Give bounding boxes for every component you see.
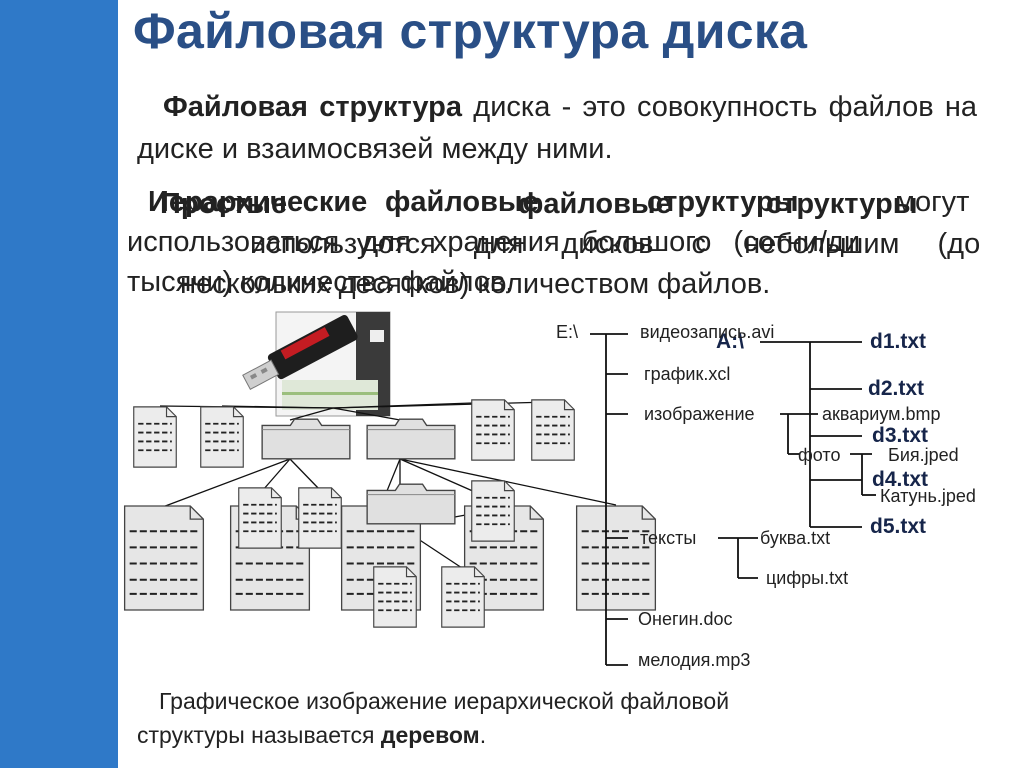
a-file-d5: d5.txt — [870, 515, 927, 538]
e-folder-images: изображение — [644, 404, 755, 424]
flash-drive-image — [242, 311, 391, 417]
folder-icon — [366, 483, 456, 525]
e-item-melody: мелодия.mp3 — [638, 650, 751, 670]
definition-paragraph: Файловая структура диска - это совокупно… — [137, 86, 977, 170]
a-file-d4: d4.txt — [872, 468, 929, 491]
overlap-a-word-4: могут — [895, 186, 970, 218]
large-document-icon — [575, 505, 657, 611]
overlap-a-word-3: структуры — [647, 186, 799, 218]
e-item-video: видеозапись.avi — [640, 322, 775, 342]
e-tree-lines — [590, 333, 876, 666]
overlap-a-line-2: использоваться для хранения большого (со… — [127, 226, 861, 258]
a-tree-lines — [760, 341, 862, 528]
overlap-b-line-2: используются для дисков с небольшим (до — [250, 228, 981, 260]
overlap-b-word-1: Простые — [160, 188, 288, 220]
document-icon — [199, 406, 245, 468]
folder-icon — [261, 418, 351, 460]
overlap-a-word-1: Иерархические — [148, 186, 368, 218]
a-file-d1: d1.txt — [870, 330, 927, 353]
caption-text: Графическое изображение иерархической фа… — [137, 688, 730, 748]
overlap-b-line-3: нескольких десятков) количеством файлов. — [180, 268, 771, 300]
left-accent-bar — [0, 0, 118, 768]
e-item-biya: Бия.jped — [888, 445, 959, 465]
document-icon — [237, 487, 283, 549]
document-icon — [470, 480, 516, 542]
definition-term: Файловая структура — [163, 91, 463, 123]
document-icon — [132, 406, 178, 468]
folder-icon — [366, 418, 456, 460]
document-icon — [440, 566, 486, 628]
slide-title: Файловая структура диска — [133, 3, 808, 59]
left-tree-lines — [159, 401, 617, 569]
a-root-label: A:\ — [716, 330, 744, 353]
e-item-aquarium: аквариум.bmp — [822, 404, 941, 424]
document-icon — [297, 487, 343, 549]
e-item-katun: Катунь.jped — [880, 486, 976, 506]
caption-bold-term: деревом — [380, 722, 480, 748]
definition-text: диска - это совокупность файлов на диске… — [137, 91, 977, 165]
e-folder-texts: тексты — [640, 528, 697, 548]
e-root-label: E:\ — [556, 322, 579, 342]
e-folder-photo: фото — [798, 445, 841, 465]
a-file-d2: d2.txt — [868, 377, 925, 400]
overlap-b-word-3: структуры — [766, 188, 918, 220]
large-document-icon — [123, 505, 205, 611]
document-icon — [372, 566, 418, 628]
document-icon — [470, 399, 516, 461]
caption-paragraph: Графическое изображение иерархической фа… — [137, 684, 777, 752]
overlap-a-word-2: файловые — [385, 186, 539, 218]
overlap-a-line-3: тысячи) количества файлов. — [127, 266, 514, 298]
e-item-bukva: буква.txt — [760, 528, 831, 548]
overlap-b-word-2: файловые — [518, 188, 672, 220]
caption-end: . — [479, 722, 487, 748]
e-item-tsifry: цифры.txt — [766, 568, 849, 588]
left-tree-icons — [123, 399, 657, 628]
e-item-graph: график.xcl — [644, 364, 731, 384]
e-item-onegin: Онегин.doc — [638, 609, 733, 629]
a-file-d3: d3.txt — [872, 424, 929, 447]
document-icon — [530, 399, 576, 461]
